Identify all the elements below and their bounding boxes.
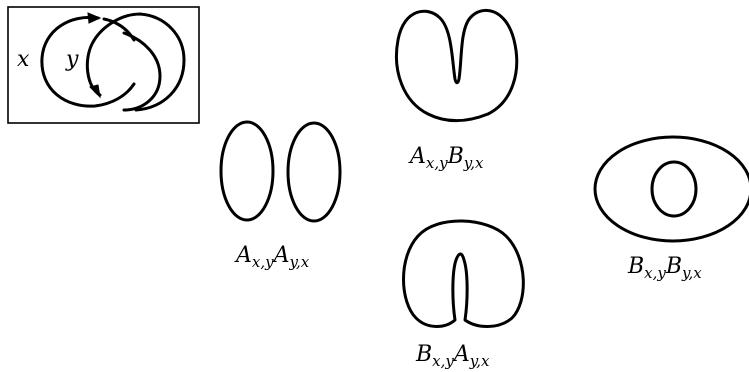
smoothing-ba — [402, 219, 525, 328]
outer-ellipse — [593, 135, 749, 243]
left-arc — [40, 15, 136, 108]
arrow-x-icon — [87, 12, 102, 24]
right-arc-inner — [85, 12, 186, 112]
caption-ab: Ax,yBy,x — [408, 144, 484, 172]
label-y: y — [65, 47, 79, 72]
oval-left — [219, 120, 275, 222]
caption-ba: Bx,yAy,x — [415, 342, 490, 370]
heart-shape — [395, 8, 519, 123]
oval-right — [286, 121, 342, 223]
smoothing-ab — [395, 8, 519, 123]
caption-bb: Bx,yBy,x — [627, 254, 702, 282]
right-arc — [122, 31, 162, 112]
inset-frame — [7, 6, 200, 124]
arrow-y-icon — [89, 84, 101, 99]
left-arc-top — [102, 17, 136, 42]
crossing-inset: x y — [7, 6, 200, 124]
label-x: x — [17, 47, 30, 72]
caption-aa: Ax,yAy,x — [234, 243, 310, 271]
smoothing-aa — [219, 120, 342, 223]
smoothing-bb — [593, 135, 749, 243]
inner-ellipse — [650, 160, 698, 218]
u-shape — [402, 219, 525, 328]
